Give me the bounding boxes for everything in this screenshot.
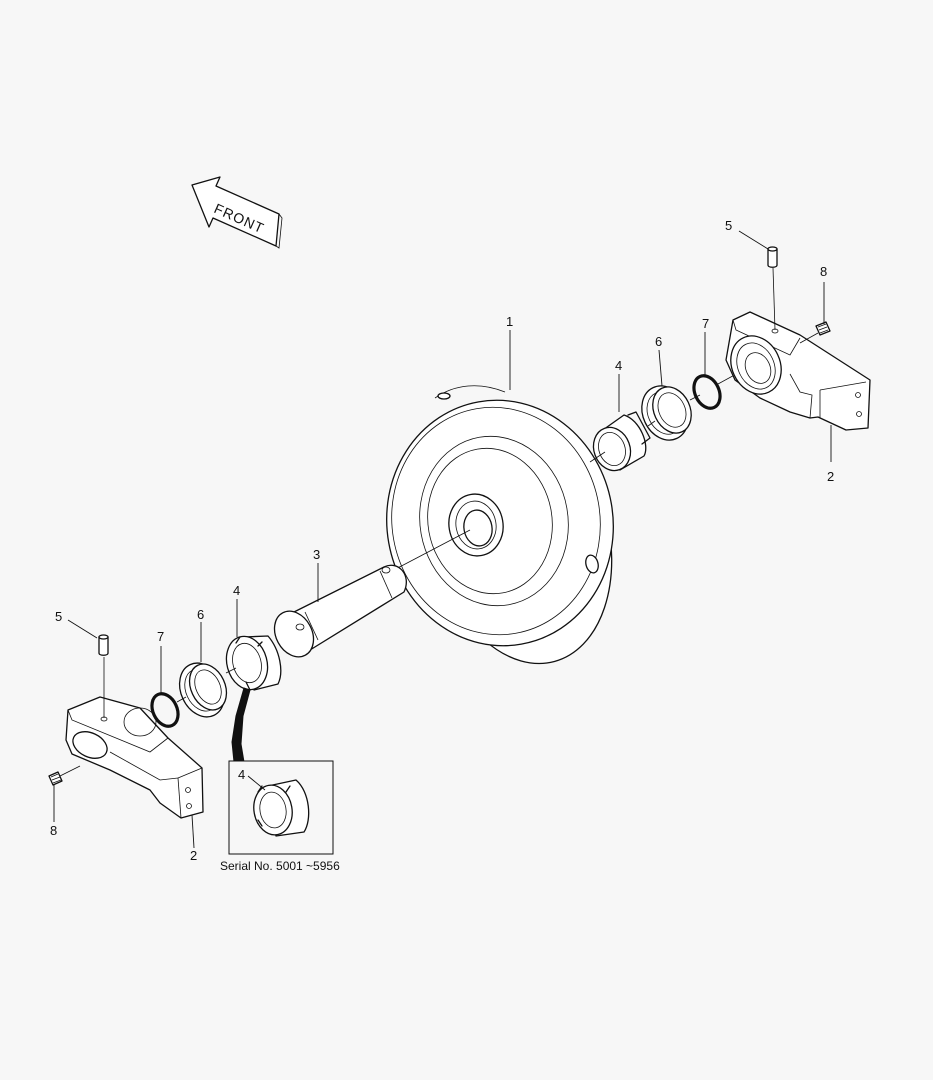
idler-wheel <box>386 385 614 665</box>
callout-seal-left: 6 <box>197 607 204 622</box>
plug-right <box>815 321 831 336</box>
pin-right <box>767 246 778 268</box>
seal-right <box>641 385 692 441</box>
inset-pointer <box>231 687 251 763</box>
callout-bracket-right: 2 <box>827 469 834 484</box>
callout-idler-wheel: 1 <box>506 314 513 329</box>
bracket-left <box>65 696 204 819</box>
callout-plug-left: 8 <box>50 823 57 838</box>
callout-seal-right: 6 <box>655 334 662 349</box>
oring-right <box>692 374 722 410</box>
callout-oring-right: 7 <box>702 316 709 331</box>
shaft <box>273 564 407 658</box>
callout-oring-left: 7 <box>157 629 164 644</box>
callout-bracket-left: 2 <box>190 848 197 863</box>
callout-bushing-inset: 4 <box>238 767 245 782</box>
bracket-right <box>725 311 871 431</box>
callout-bushing-right: 4 <box>615 358 622 373</box>
bushing-left <box>225 635 282 691</box>
callout-plug-right: 8 <box>820 264 827 279</box>
plug-left <box>48 771 63 786</box>
callout-bushing-left: 4 <box>233 583 240 598</box>
inset-caption: Serial No. 5001 ~5956 <box>220 859 340 873</box>
callout-pin-right: 5 <box>725 218 732 233</box>
callout-shaft: 3 <box>313 547 320 562</box>
seal-left <box>178 662 228 718</box>
front-arrow: FRONT <box>191 176 283 249</box>
inset-box <box>228 760 334 855</box>
callout-pin-left: 5 <box>55 609 62 624</box>
bushing-right <box>592 411 651 472</box>
pin-left <box>98 634 109 656</box>
